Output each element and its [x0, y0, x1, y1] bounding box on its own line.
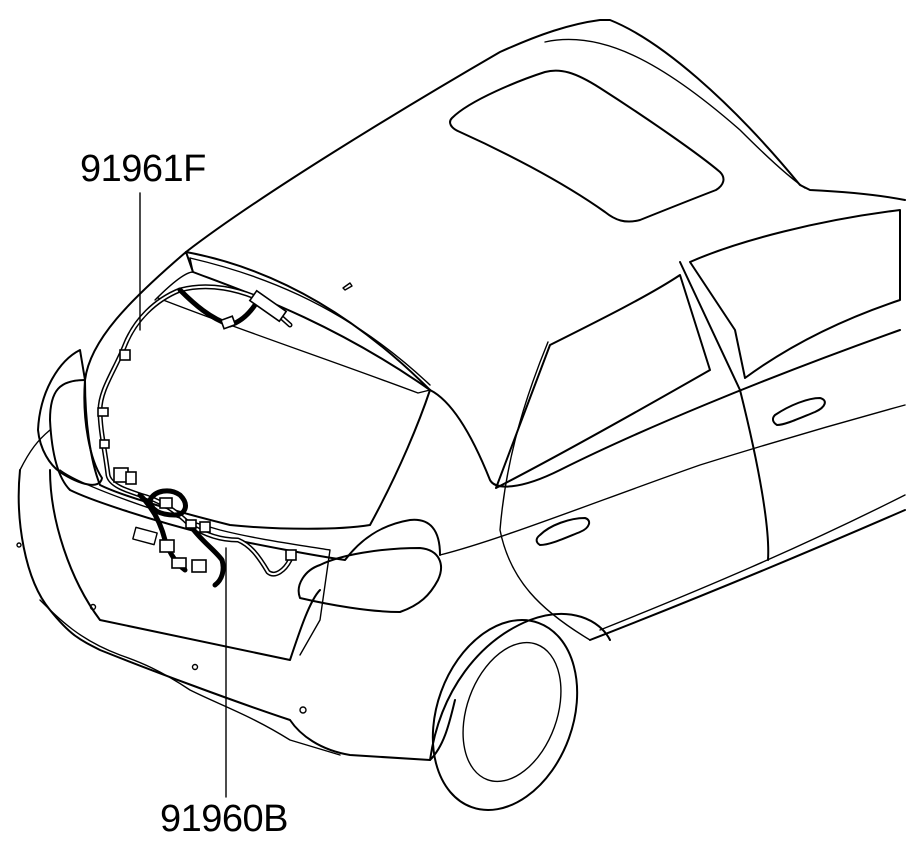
rear-tire [431, 619, 579, 811]
bumper-crease [19, 429, 51, 471]
tailgate-lower [49, 469, 321, 661]
harness-branch-plate [187, 522, 226, 588]
connector-left-3 [99, 439, 110, 449]
part-number-label-bottom: 91960B [160, 798, 289, 840]
connector-lock-2 [125, 471, 137, 485]
wheel-arch [429, 612, 611, 761]
connector-emblem [159, 497, 173, 509]
rocker-panel-inner [599, 494, 906, 631]
front-door-handle [771, 397, 826, 426]
roof-side-line [185, 251, 431, 391]
sunroof [449, 69, 725, 223]
bumper-sensor-3 [191, 663, 199, 671]
part-number-label-top: 91961F [80, 148, 206, 190]
c-pillar-line [499, 341, 591, 641]
bumper-sensor-1 [16, 542, 22, 548]
connector-top-2 [248, 289, 288, 323]
wiring-harness [97, 284, 297, 588]
left-tail-light [37, 349, 103, 486]
connector-plate-1 [171, 557, 187, 569]
bumper-sensor-2 [89, 603, 97, 611]
connector-right [285, 549, 297, 561]
side-body-line [429, 329, 901, 488]
rear-quarter-window [495, 274, 711, 489]
plate-light-right [191, 559, 207, 573]
rear-door-window [689, 209, 901, 379]
bumper-lower-edge [39, 599, 341, 756]
car-body [16, 19, 906, 811]
rear-door-handle [535, 517, 591, 546]
connector-left-1 [119, 349, 131, 361]
rear-door-edge [679, 261, 770, 561]
connector-top-1 [219, 315, 237, 330]
connector-switch-1 [185, 519, 197, 529]
bumper-sensor-4 [299, 706, 307, 714]
connector-left-2 [97, 407, 109, 417]
rear-wheel-rim [462, 641, 562, 783]
spoiler-front [189, 257, 431, 386]
side-crease [439, 404, 906, 556]
roof-antenna-base [342, 282, 353, 291]
rocker-panel [589, 509, 906, 641]
right-tail-light [297, 547, 442, 613]
connector-switch-2 [199, 521, 211, 533]
rear-window-inner [154, 257, 194, 301]
rear-bumper [17, 469, 456, 761]
spoiler-edge [157, 297, 431, 394]
roof-ridge-line [544, 38, 806, 189]
trunk-release-switch [132, 526, 158, 546]
plate-light-left [159, 539, 175, 553]
harness-lock-loop [147, 488, 188, 518]
roof-outline [185, 19, 906, 253]
